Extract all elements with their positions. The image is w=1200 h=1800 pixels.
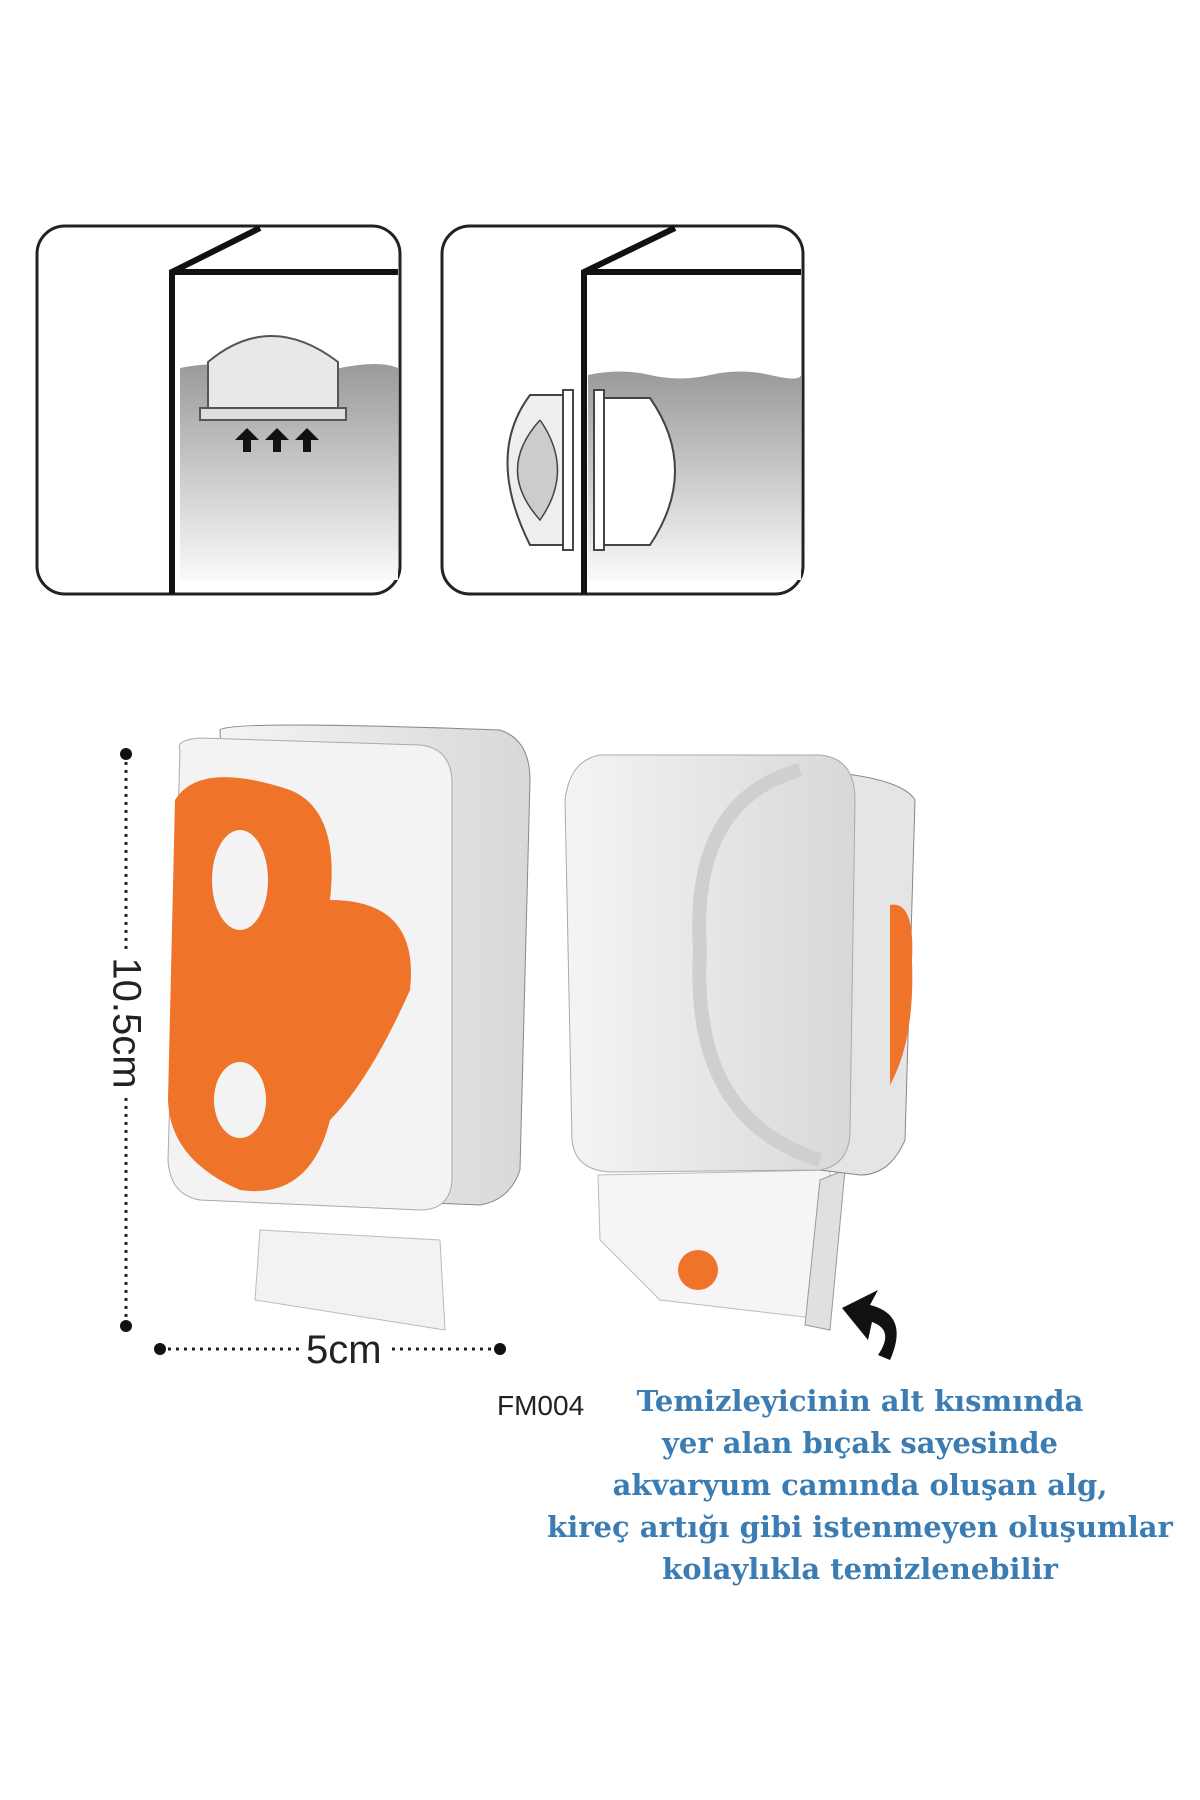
description-line: kolaylıkla temizlenebilir [662,1552,1058,1586]
curved-arrow-icon [842,1290,897,1360]
model-code: FM004 [497,1390,585,1421]
arrow-up-icon [235,428,319,452]
usage-diagram-side [440,224,805,596]
description-line: yer alan bıçak sayesinde [662,1426,1058,1460]
product-side-view [564,754,916,1331]
width-dimension-label: 5cm [300,1328,388,1373]
description-text: Temizleyicinin alt kısmında yer alan bıç… [540,1380,1180,1590]
product-front-view [167,724,531,1331]
description-line: kireç artığı gibi istenmeyen oluşumlar [547,1510,1173,1544]
description-line: akvaryum camında oluşan alg, [612,1468,1108,1502]
description-line: Temizleyicinin alt kısmında [636,1384,1084,1418]
height-dimension-label: 10.5cm [103,951,149,1095]
usage-diagram-top [35,224,402,596]
